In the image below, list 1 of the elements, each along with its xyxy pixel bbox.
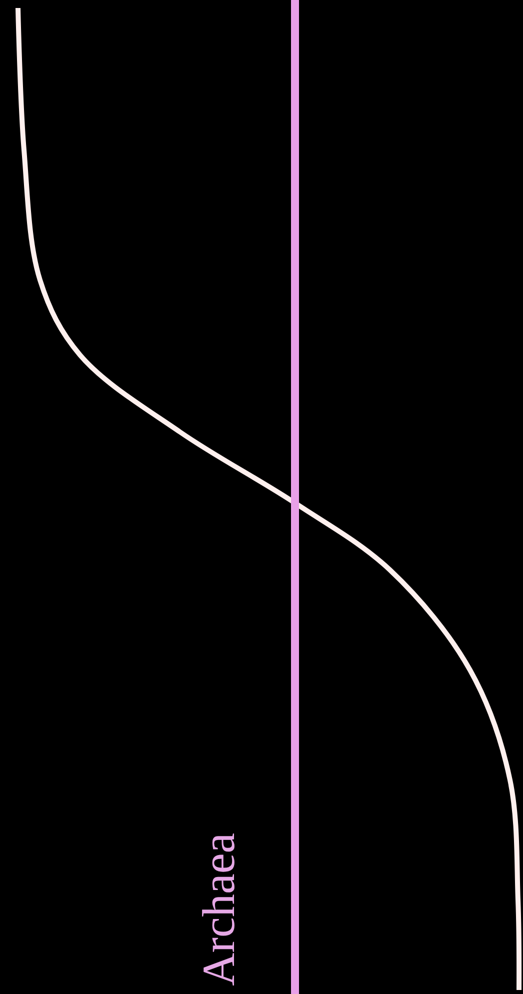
label: Archaea — [196, 832, 242, 986]
